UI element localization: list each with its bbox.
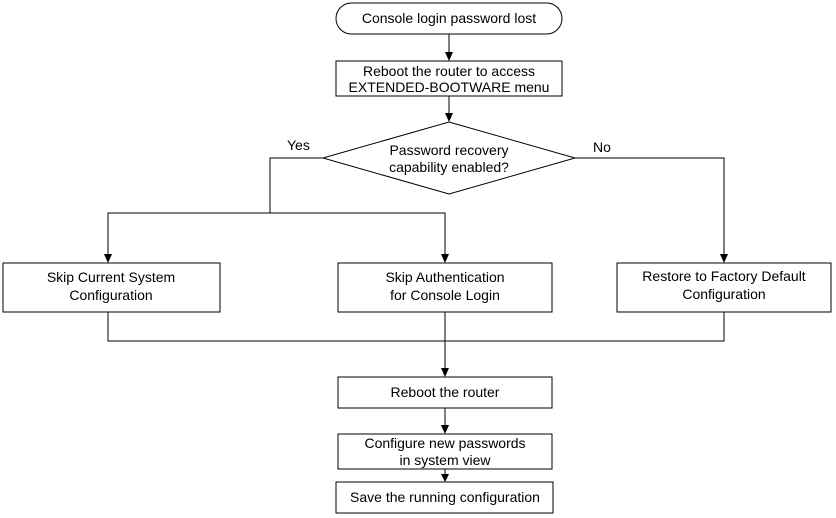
configure-passwords-box (337, 433, 553, 470)
start-label: Console login password lost (362, 10, 536, 26)
arrowhead-to-save (441, 474, 449, 482)
arrowhead-to-restore-factory (720, 254, 728, 263)
restore-factory-line2: Configuration (682, 286, 765, 302)
skip-auth-box (337, 262, 553, 313)
reboot-bootware-line2: EXTENDED-BOOTWARE menu (349, 79, 550, 95)
arrowhead-to-reboot-router (441, 368, 449, 377)
reboot-bootware-box (335, 60, 563, 97)
arrowhead-start-to-reboot (445, 52, 453, 61)
skip-auth-line2: for Console Login (390, 287, 500, 303)
skip-auth-line1: Skip Authentication (385, 269, 504, 285)
start-terminator (335, 2, 563, 35)
skip-config-line2: Configuration (69, 287, 152, 303)
reboot-router-label: Reboot the router (391, 384, 500, 400)
decision-no-label: No (593, 139, 611, 155)
arrowhead-reboot-to-decision (445, 113, 453, 122)
connector-decision-no (575, 157, 725, 254)
restore-factory-line1: Restore to Factory Default (642, 268, 806, 284)
decision-yes-label: Yes (287, 137, 310, 153)
arrowhead-to-configure (441, 425, 449, 434)
arrowhead-to-skip-auth (441, 254, 449, 263)
connector-skip-config-merge (107, 312, 725, 342)
connector-yes-to-skip-auth (270, 212, 446, 254)
configure-passwords-line1: Configure new passwords (364, 435, 525, 451)
restore-factory-box (616, 262, 832, 313)
skip-config-line1: Skip Current System (47, 269, 175, 285)
connector-decision-yes (107, 157, 323, 254)
save-config-label: Save the running configuration (350, 489, 540, 505)
decision-line1: Password recovery (389, 142, 508, 158)
decision-line2: capability enabled? (389, 159, 509, 175)
skip-config-box (2, 262, 221, 313)
save-config-box (335, 481, 554, 514)
reboot-bootware-line1: Reboot the router to access (363, 63, 535, 79)
reboot-router-box (337, 376, 553, 409)
arrowhead-to-skip-config (104, 254, 112, 263)
decision-diamond (321, 121, 577, 195)
configure-passwords-line2: in system view (399, 452, 491, 468)
